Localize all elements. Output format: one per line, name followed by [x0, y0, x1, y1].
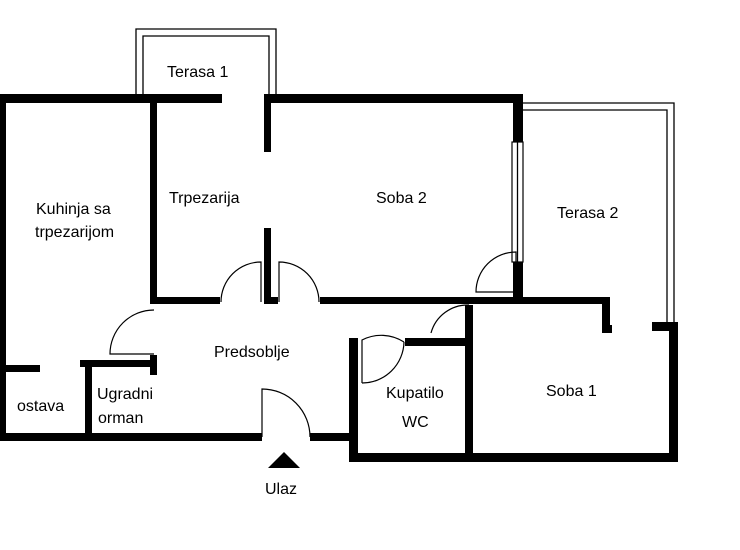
entrance-arrow-icon: [268, 452, 300, 468]
room-label-terasa-2: Terasa 2: [557, 205, 618, 222]
room-label-trpezarija: Trpezarija: [169, 190, 240, 207]
terasa-1-outline: [135, 28, 277, 95]
entrance-label: Ulaz: [265, 481, 297, 498]
room-label-kupatilo-line-2: WC: [402, 414, 429, 431]
room-label-terasa-1: Terasa 1: [167, 64, 228, 81]
room-label-ugradni-line-1: Ugradni: [97, 386, 153, 403]
room-label-kupatilo-line-1: Kupatilo: [386, 385, 444, 402]
terasa-2-outline: [523, 102, 675, 325]
room-label-soba-1: Soba 1: [546, 383, 597, 400]
room-label-predsoblje: Predsoblje: [214, 344, 290, 361]
doors: [109, 251, 517, 438]
room-label-soba-2: Soba 2: [376, 190, 427, 207]
room-label-kuhinja-line-2: trpezarijom: [35, 224, 114, 241]
room-label-kuhinja-line-1: Kuhinja sa: [36, 201, 111, 218]
room-label-ostava: ostava: [17, 398, 64, 415]
room-label-ugradni-line-2: orman: [98, 410, 143, 427]
soba-2-window: [511, 141, 524, 263]
walls: [0, 94, 678, 462]
